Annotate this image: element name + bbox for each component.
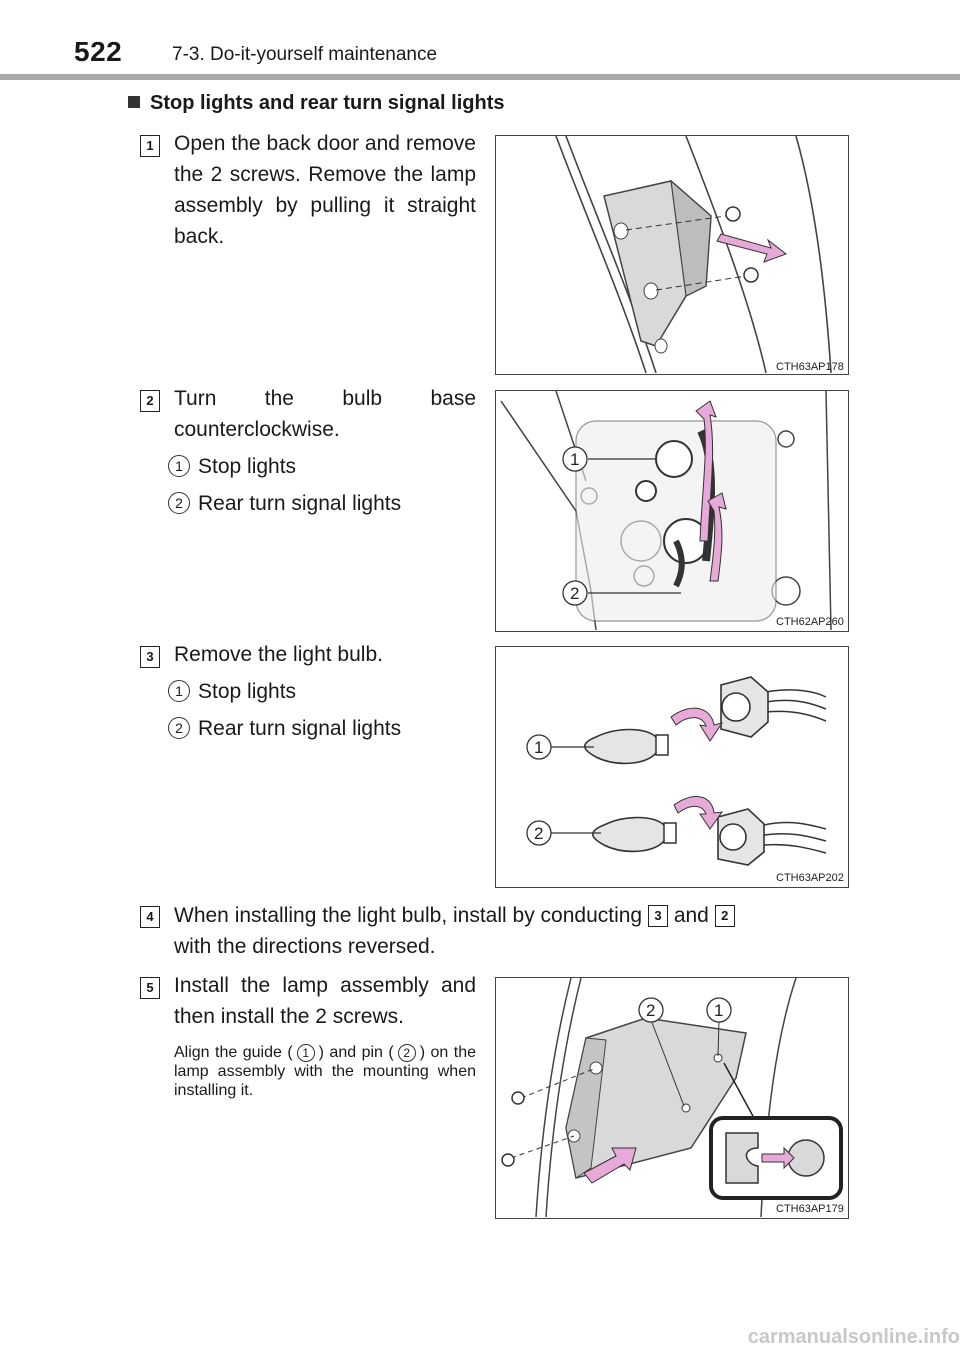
step-number-2: 2 — [140, 390, 160, 412]
step-5-note: Align the guide (1) and pin (2) on the l… — [174, 1044, 476, 1099]
callout-1-icon: 1 — [296, 1044, 315, 1062]
step-2-text: Turn the bulb base counterclockwise. — [174, 387, 476, 441]
svg-text:1: 1 — [714, 1001, 723, 1020]
page-number: 522 — [74, 36, 123, 67]
callout-1-icon: 1 — [168, 680, 190, 702]
step-5-image-code: CTH63AP179 — [776, 1203, 844, 1215]
section-title: 7-3. Do-it-yourself maintenance — [172, 44, 438, 65]
step-number-5: 5 — [140, 977, 160, 999]
step-number-3: 3 — [140, 646, 160, 668]
step-1-image-code: CTH63AP178 — [776, 361, 844, 373]
step-5-illustration: 1 2 CTH63AP179 — [495, 977, 849, 1219]
step-number-4: 4 — [140, 906, 160, 928]
watermark: carmanualsonline.info — [747, 1326, 960, 1348]
step-3-text: Remove the light bulb. — [174, 643, 383, 666]
svg-text:2: 2 — [646, 1001, 655, 1020]
step-ref-2: 2 — [714, 905, 735, 927]
step-ref-3: 3 — [647, 905, 668, 927]
heading: Stop lights and rear turn signal lights — [128, 92, 504, 115]
header-rule — [0, 74, 960, 80]
step-number-1: 1 — [140, 135, 160, 157]
callout-1-icon: 1 — [168, 455, 190, 477]
callout-2-icon: 2 — [168, 717, 190, 739]
step-1-text: Open the back door and remove the 2 scre… — [174, 132, 476, 248]
callout-2-icon: 2 — [168, 492, 190, 514]
step-5-text: Install the lamp assembly and then insta… — [174, 974, 476, 1028]
svg-text:1: 1 — [534, 738, 543, 757]
step-4-text: When installing the light bulb, install … — [174, 900, 844, 962]
step-3-illustration: 1 2 CTH63AP202 — [495, 646, 849, 888]
heading-text: Stop lights and rear turn signal lights — [150, 92, 505, 114]
step-3-image-code: CTH63AP202 — [776, 872, 844, 884]
step-2-illustration: 1 2 CTH62AP260 — [495, 390, 849, 632]
step-2-image-code: CTH62AP260 — [776, 616, 844, 628]
callout-2-icon: 2 — [397, 1044, 416, 1062]
svg-text:2: 2 — [534, 824, 543, 843]
svg-text:2: 2 — [570, 584, 579, 603]
bullet-square-icon — [128, 96, 140, 108]
svg-text:1: 1 — [570, 450, 579, 469]
step-1-illustration: CTH63AP178 — [495, 135, 849, 375]
